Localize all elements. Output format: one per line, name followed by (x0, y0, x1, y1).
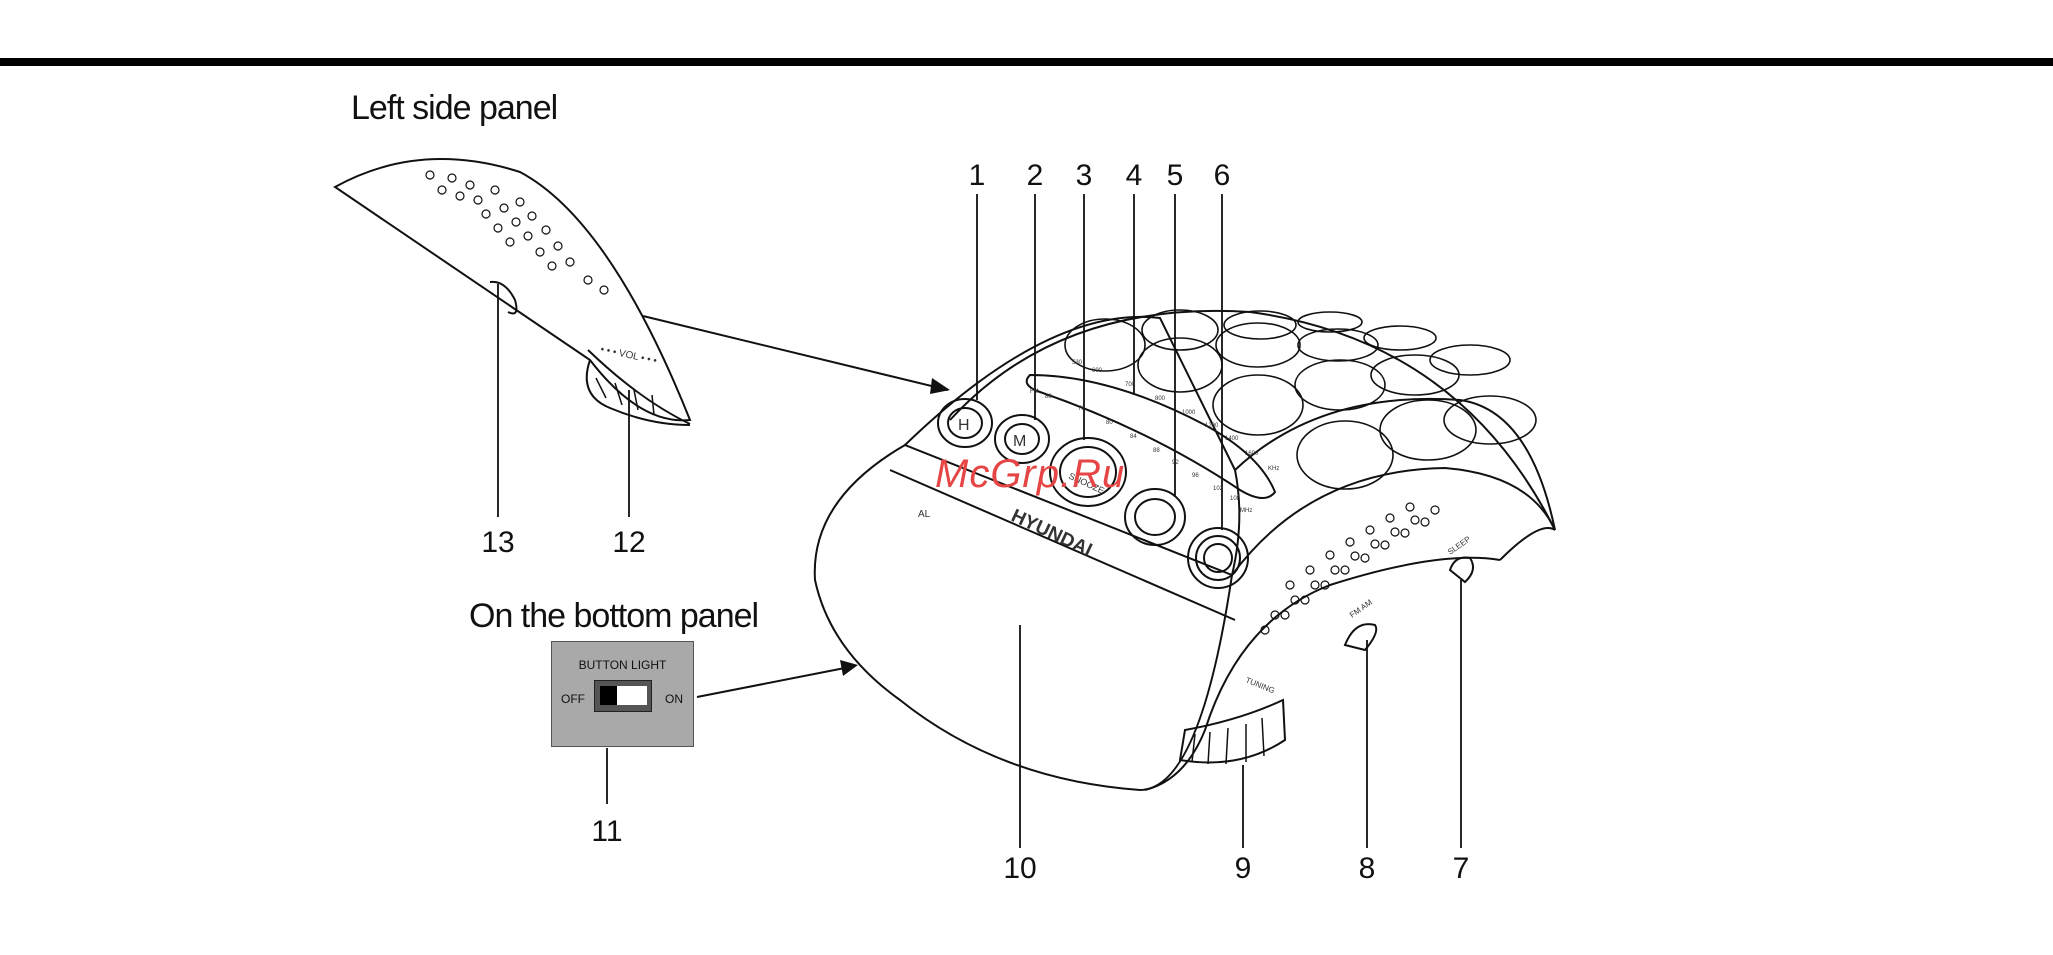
side-panel-outline (335, 159, 690, 420)
am-scale-mark: 1600 (1245, 451, 1259, 457)
minute-button-label: M (1013, 433, 1026, 450)
am-scale-mark: 1400 (1225, 436, 1239, 442)
fm-scale-mark: 84 (1130, 434, 1137, 440)
fm-scale-mark: FM (1030, 389, 1039, 395)
am-scale-mark: 700 (1125, 382, 1136, 388)
fm-scale-mark: 88 (1045, 394, 1052, 400)
side-panel-arrow (643, 316, 948, 390)
band-label: FM AM (1348, 598, 1374, 620)
am-scale-mark: KHz (1268, 466, 1279, 472)
al-label: AL (918, 509, 931, 520)
hour-button-label: H (958, 417, 970, 434)
callout-7: 7 (1441, 852, 1481, 886)
fm-scale-mark: 80 (1106, 420, 1113, 426)
watermark: McGrp.Ru (935, 452, 1125, 497)
callout-4: 4 (1114, 159, 1154, 193)
callout-9: 9 (1223, 852, 1263, 886)
callout-3: 3 (1064, 159, 1104, 193)
sleep-label: SLEEP (1446, 534, 1472, 556)
am-scale-mark: 1200 (1205, 423, 1219, 429)
fm-scale-mark: MHz (1240, 508, 1252, 514)
volume-label: • • • VOL • • • (599, 344, 658, 367)
bottom-panel-arrow (697, 666, 855, 697)
callout-11: 11 (587, 815, 627, 849)
callout-2: 2 (1015, 159, 1055, 193)
band-switch (1345, 624, 1376, 650)
button-light-title: BUTTON LIGHT (552, 658, 693, 672)
fm-scale-mark: 108 (1230, 496, 1241, 502)
am-scale-mark: 530 (1072, 360, 1083, 366)
switch-slider (617, 686, 647, 705)
fm-scale-mark: 76 (1078, 406, 1085, 412)
am-scale-mark: 600 (1092, 368, 1103, 374)
fm-scale-mark: 102 (1213, 486, 1224, 492)
callout-8: 8 (1347, 852, 1387, 886)
am-scale-mark: 1000 (1182, 410, 1196, 416)
button-light-switch (594, 680, 652, 712)
callout-10: 10 (1000, 852, 1040, 886)
fm-scale-mark: 96 (1192, 473, 1199, 479)
am-scale-mark: 800 (1155, 396, 1166, 402)
side-panel-switch (490, 282, 516, 314)
callout-12: 12 (609, 526, 649, 560)
side-panel-grille (426, 171, 608, 294)
callout-13: 13 (478, 526, 518, 560)
fm-scale-mark: 92 (1172, 460, 1179, 466)
sleep-button (1450, 558, 1473, 583)
switch-on-label: ON (665, 692, 683, 706)
fm-scale-mark: 88 (1153, 448, 1160, 454)
callout-6: 6 (1202, 159, 1242, 193)
device-right-side (1232, 468, 1555, 575)
switch-off-label: OFF (561, 692, 585, 706)
callout-5: 5 (1155, 159, 1195, 193)
switch-slot-dark (600, 686, 617, 705)
button-light-switch-panel: BUTTON LIGHT OFF ON (551, 641, 694, 747)
tuning-label: TUNING (1244, 676, 1276, 696)
callout-1: 1 (957, 159, 997, 193)
